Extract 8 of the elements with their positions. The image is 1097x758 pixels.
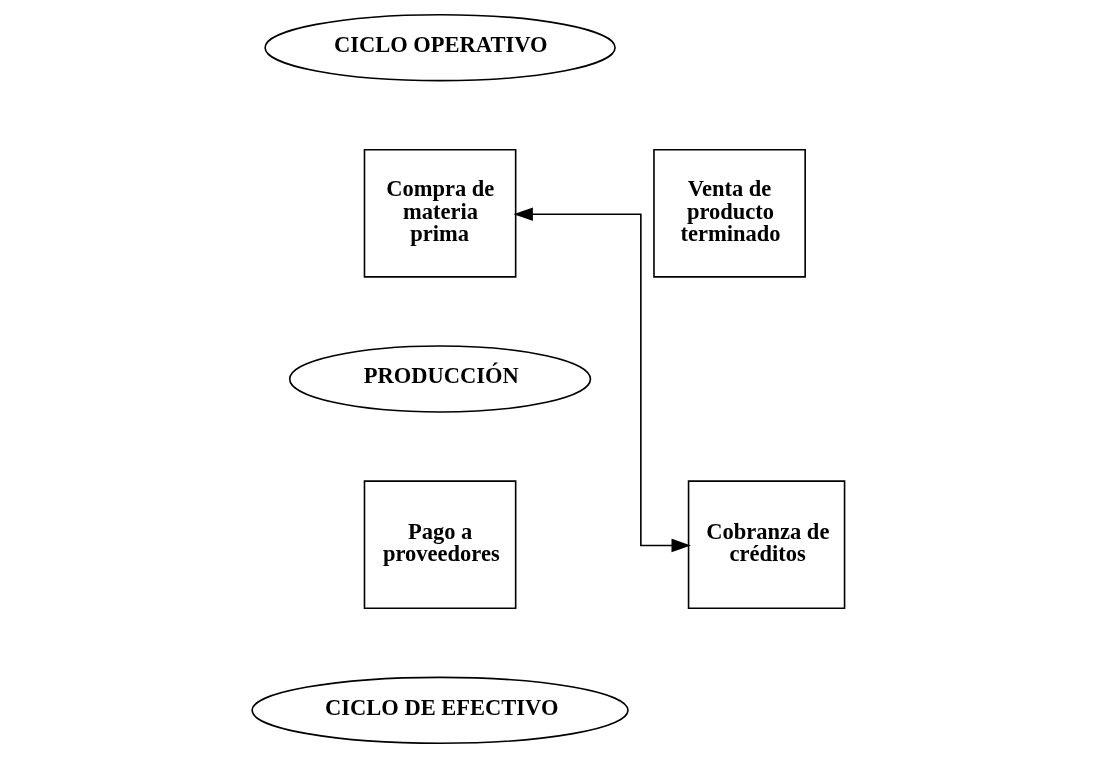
node-box: Compra de materia prima: [363, 149, 517, 278]
node-ellipse: PRODUCCIÓN: [288, 345, 592, 413]
node-box: Cobranza de créditos: [687, 480, 846, 609]
node-box: Venta de producto terminado: [653, 149, 806, 278]
node-box: Pago a proveedores: [363, 480, 517, 609]
node-ellipse: CICLO DE EFECTIVO: [251, 676, 629, 745]
node-ellipse: CICLO OPERATIVO: [264, 13, 616, 82]
arrow: [513, 207, 691, 553]
